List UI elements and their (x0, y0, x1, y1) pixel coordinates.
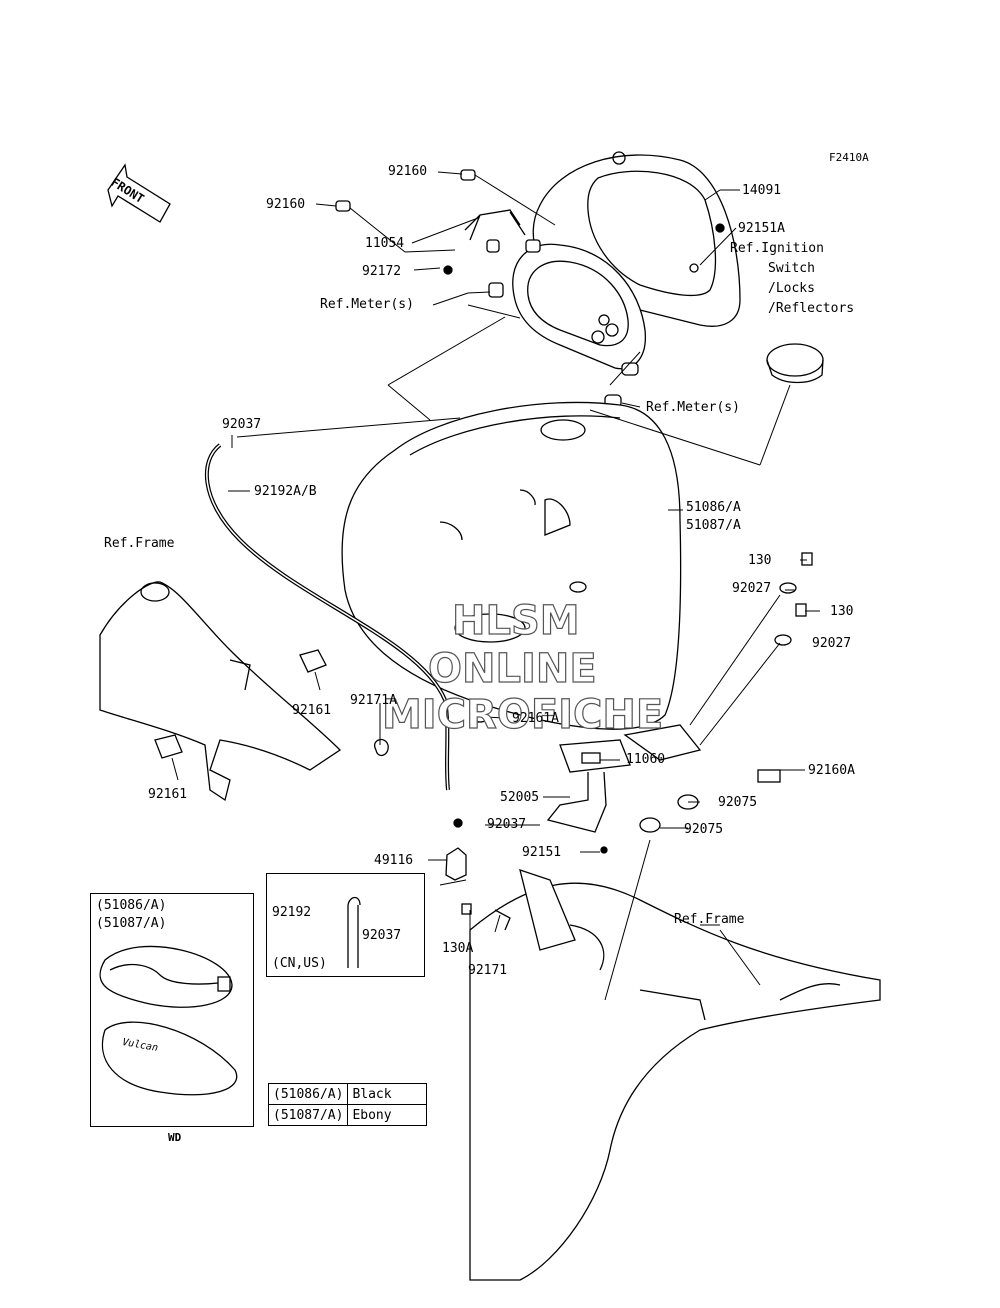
part-label-11060[interactable]: 11060 (626, 752, 666, 767)
color-name-cell: Black (347, 1083, 428, 1105)
color-code-table: (51086/A) Black (51087/A) Ebony (267, 1083, 428, 1126)
color-name-cell: Ebony (347, 1104, 428, 1126)
part-label-92151A[interactable]: 92151A (738, 221, 785, 236)
inset-label-51086A: (51086/A) (96, 898, 167, 913)
watermark-line-3: MICROFICHE (381, 691, 664, 738)
part-label-14091[interactable]: 14091 (742, 183, 782, 198)
fastener-icons (374, 223, 813, 931)
ref-frame-left[interactable]: Ref.Frame (104, 536, 175, 551)
ref-ignition-line-4[interactable]: /Reflectors (768, 301, 855, 316)
table-row: (51087/A) Ebony (267, 1104, 428, 1126)
part-label-92037-top[interactable]: 92037 (222, 417, 262, 432)
part-label-92027-a[interactable]: 92027 (732, 581, 772, 596)
wd-label: WD (168, 1131, 182, 1144)
ref-ignition-line-2[interactable]: Switch (768, 261, 815, 276)
part-label-92192AB[interactable]: 92192A/B (254, 484, 317, 499)
part-label-92160A[interactable]: 92160A (808, 763, 855, 778)
part-label-92171[interactable]: 92171 (468, 963, 508, 978)
part-label-52005[interactable]: 52005 (500, 790, 540, 805)
figure-id: F2410A (829, 151, 869, 164)
fuel-pump (546, 739, 631, 833)
ref-meter-left[interactable]: Ref.Meter(s) (320, 297, 414, 312)
ref-ignition-line-1[interactable]: Ref.Ignition (730, 241, 824, 256)
part-label-92151[interactable]: 92151 (522, 845, 562, 860)
part-label-49116[interactable]: 49116 (374, 853, 414, 868)
rubber-damper-icons (154, 649, 327, 759)
watermark-line-2: ONLINE (427, 645, 597, 692)
ignition-cap (766, 343, 824, 384)
part-label-92161-bottom[interactable]: 92161 (148, 787, 188, 802)
front-arrow-icon (107, 163, 171, 223)
color-code-cell: (51087/A) (267, 1104, 349, 1126)
part-label-51087A[interactable]: 51087/A (686, 518, 741, 533)
ref-frame-right[interactable]: Ref.Frame (674, 912, 745, 927)
inset-label-51087A: (51087/A) (96, 916, 167, 931)
frame-right (469, 869, 881, 1281)
fuel-tank (341, 401, 682, 730)
part-label-51086A[interactable]: 51086/A (686, 500, 741, 515)
frame-left (99, 581, 342, 802)
cn-us-inset (266, 873, 425, 977)
part-label-92037-inset[interactable]: 92037 (362, 928, 402, 943)
part-label-92075-b[interactable]: 92075 (684, 822, 724, 837)
table-row: (51086/A) Black (267, 1083, 428, 1105)
part-label-92172[interactable]: 92172 (362, 264, 402, 279)
part-label-92160-left[interactable]: 92160 (266, 197, 306, 212)
grommet-icons (335, 169, 639, 408)
cn-us-note: (CN,US) (272, 956, 327, 971)
part-label-92171A[interactable]: 92171A (350, 693, 397, 708)
ref-ignition-line-3[interactable]: /Locks (768, 281, 815, 296)
part-label-92161A[interactable]: 92161A (512, 711, 559, 726)
part-label-92161-right[interactable]: 92161 (292, 703, 332, 718)
ref-meter-right[interactable]: Ref.Meter(s) (646, 400, 740, 415)
wd-variant-inset (90, 893, 254, 1127)
leader-lines (171, 171, 820, 1001)
part-label-92075-a[interactable]: 92075 (718, 795, 758, 810)
part-label-130A[interactable]: 130A (442, 941, 474, 956)
part-label-92192[interactable]: 92192 (272, 905, 312, 920)
part-label-92027-b[interactable]: 92027 (812, 636, 852, 651)
watermark-line-1: HLSM (451, 597, 580, 644)
part-label-11054[interactable]: 11054 (365, 236, 405, 251)
part-label-130-b[interactable]: 130 (830, 604, 854, 619)
part-label-92037-mid[interactable]: 92037 (487, 817, 527, 832)
part-label-92160-top[interactable]: 92160 (388, 164, 428, 179)
color-code-cell: (51086/A) (267, 1083, 349, 1105)
part-label-130-a[interactable]: 130 (748, 553, 772, 568)
